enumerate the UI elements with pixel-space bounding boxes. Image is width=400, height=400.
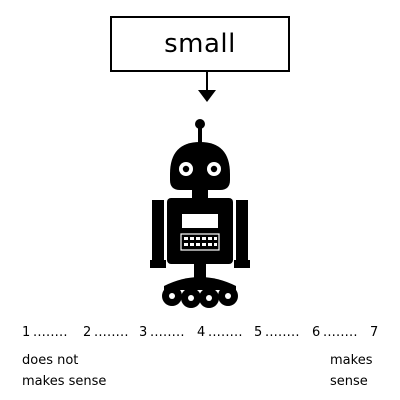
robot-body <box>167 198 233 264</box>
scale-dots: ........ <box>208 325 243 340</box>
scale-point-5[interactable]: 5 <box>254 325 263 340</box>
robot-arm-right <box>236 200 248 268</box>
word-box: small <box>110 16 290 72</box>
scale-dots: ........ <box>94 325 129 340</box>
scale-dots: ........ <box>323 325 358 340</box>
scale-point-4[interactable]: 4 <box>197 325 206 340</box>
robot-stand <box>194 264 206 278</box>
robot-base <box>164 277 236 290</box>
down-arrow-icon <box>198 72 216 102</box>
robot-icon <box>150 119 250 308</box>
scale-point-7[interactable]: 7 <box>370 325 379 340</box>
scale-dots: ........ <box>150 325 185 340</box>
scale-point-1[interactable]: 1 <box>22 325 31 340</box>
anchor-left-line1: does not <box>22 353 79 368</box>
anchor-right-line1: makes <box>330 353 373 368</box>
anchor-right-label: makes sense <box>330 350 390 392</box>
anchor-right-line2: sense <box>330 374 368 389</box>
robot-antenna-tip <box>195 119 205 129</box>
scale-point-2[interactable]: 2 <box>83 325 92 340</box>
robot-keypad <box>180 233 220 251</box>
scale-point-6[interactable]: 6 <box>312 325 321 340</box>
scale-dots: ........ <box>265 325 300 340</box>
anchor-left-label: does not makes sense <box>22 350 142 392</box>
anchor-left-line2: makes sense <box>22 374 107 389</box>
scale-point-3[interactable]: 3 <box>139 325 148 340</box>
robot-arm-left <box>152 200 164 268</box>
robot-neck <box>192 190 208 198</box>
robot-antenna <box>198 126 202 144</box>
scale-dots: ........ <box>33 325 68 340</box>
robot-screen <box>182 214 218 228</box>
rating-scale: 1 ........ 2 ........ 3 ........ 4 .....… <box>22 324 382 346</box>
robot-head <box>170 142 230 190</box>
target-word: small <box>164 29 236 59</box>
